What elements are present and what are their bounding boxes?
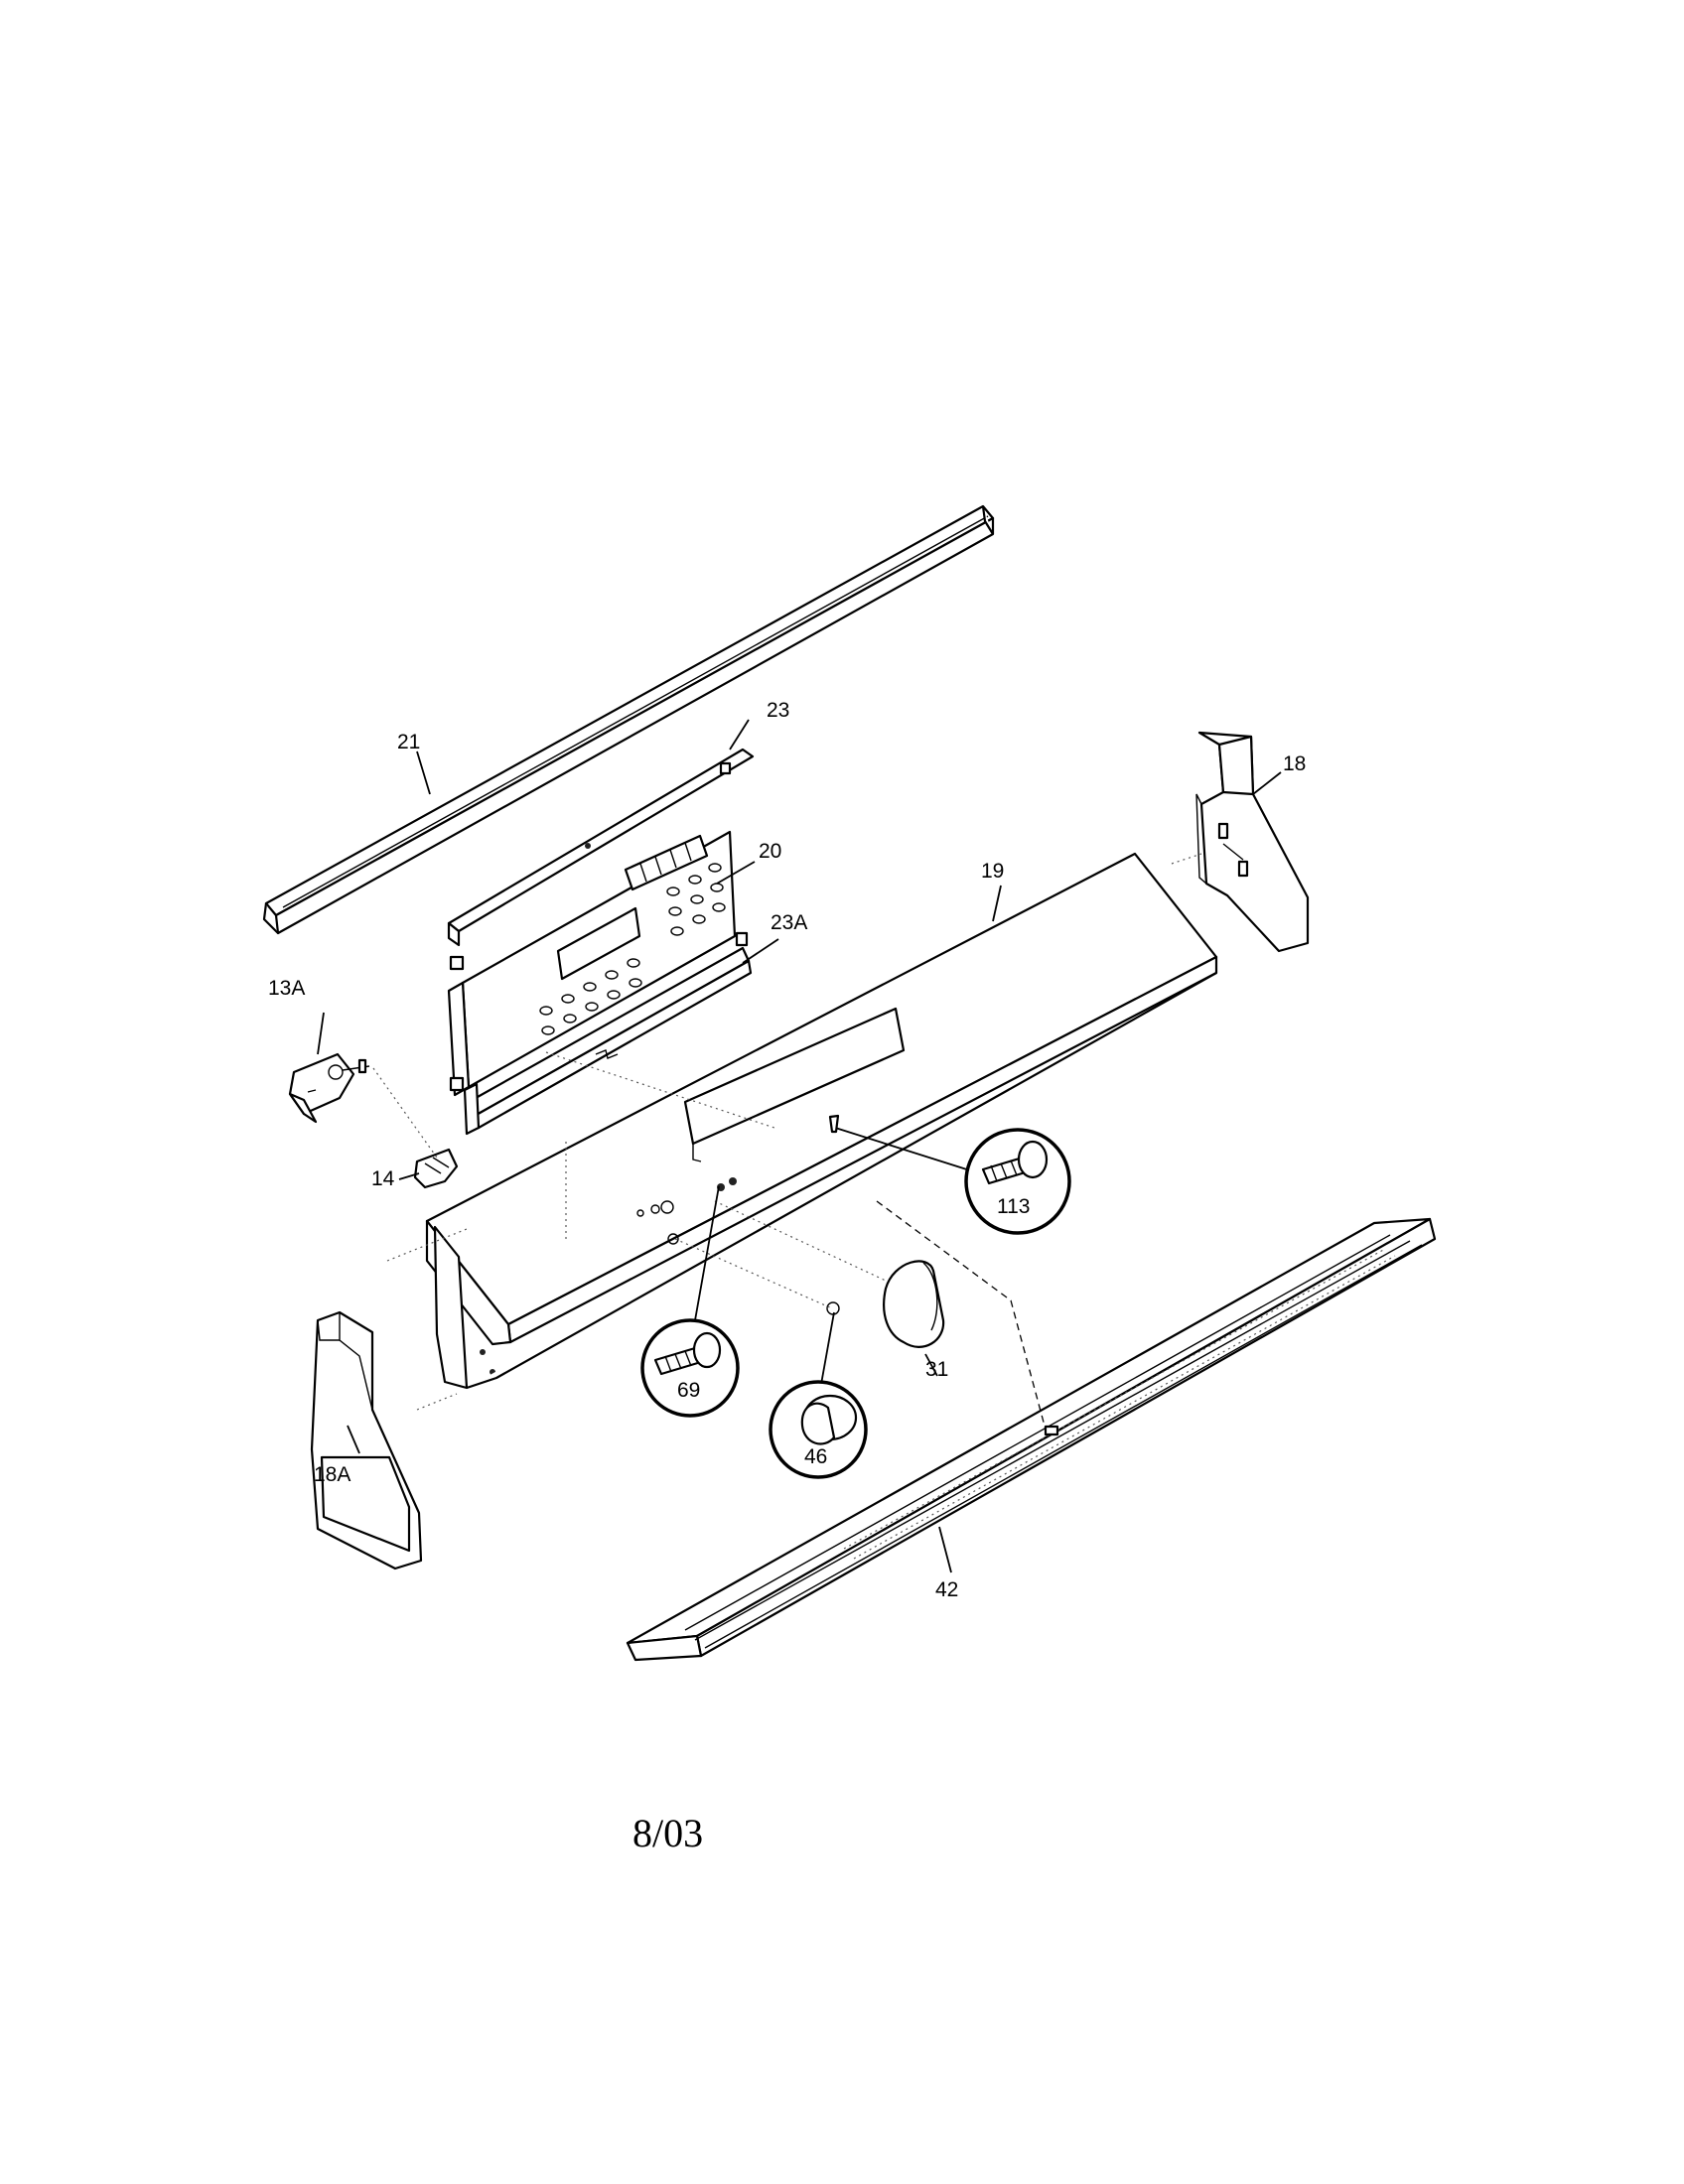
- part-20-control-board: [447, 830, 737, 1097]
- label-42: 42: [935, 1578, 958, 1601]
- label-13a: 13A: [268, 977, 305, 1000]
- control-board-keypad: [539, 863, 726, 1035]
- part-21-top-trim-rail: [262, 504, 995, 935]
- part-14-socket: [413, 1148, 459, 1189]
- part-leaders: [317, 719, 1282, 1573]
- part-23-upper-bracket: [447, 748, 755, 947]
- callout-69: 69: [640, 1185, 740, 1418]
- part-18-right-end-cap: [1195, 731, 1310, 953]
- callout-46-label: 46: [804, 1445, 827, 1468]
- label-23: 23: [767, 699, 789, 722]
- label-31: 31: [925, 1358, 948, 1381]
- part-23a-lower-bracket: [463, 931, 753, 1136]
- part-labels: 21 23 20 23A 19 18 13A 14 31 18A 42: [268, 699, 1306, 1601]
- label-18a: 18A: [314, 1463, 351, 1486]
- part-13a-switch: [288, 1052, 370, 1124]
- revision-date: 8/03: [632, 1811, 703, 1855]
- assembly-lines: [372, 853, 1202, 1431]
- callout-113-label: 113: [997, 1195, 1030, 1218]
- label-14: 14: [371, 1167, 395, 1190]
- part-18a-left-end-cap: [310, 1310, 423, 1570]
- label-23a: 23A: [771, 911, 807, 934]
- callout-46: 46: [769, 1311, 868, 1479]
- label-19: 19: [981, 860, 1004, 883]
- label-20: 20: [759, 840, 781, 863]
- part-19-control-panel: [425, 852, 1218, 1390]
- part-31-knob: [826, 1260, 945, 1348]
- label-21: 21: [397, 731, 420, 753]
- callout-69-label: 69: [677, 1379, 700, 1402]
- label-18: 18: [1283, 752, 1306, 775]
- part-42-bottom-trim: [626, 1217, 1437, 1662]
- callout-113: 113: [828, 1114, 1071, 1235]
